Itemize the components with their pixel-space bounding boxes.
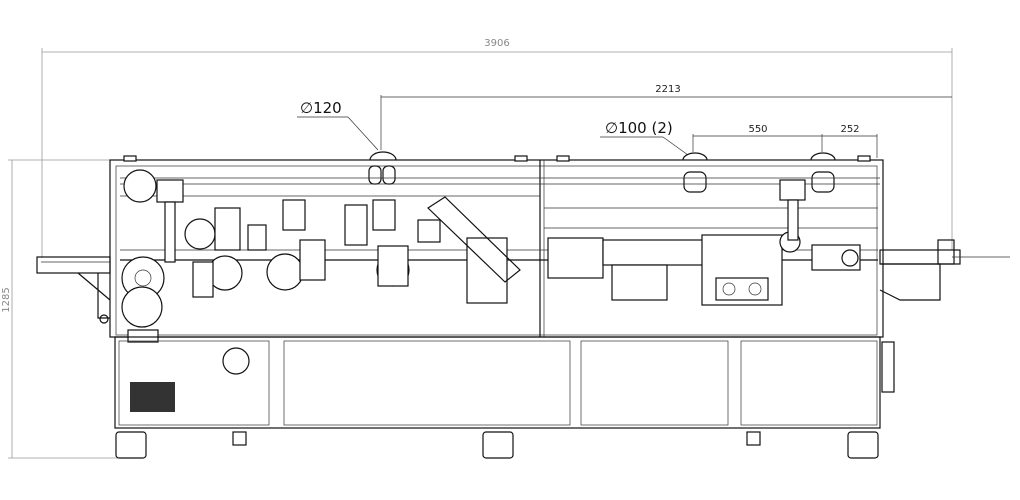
dimension-2213: 2213 — [380, 84, 952, 150]
dimension-overall-length: 3906 — [41, 38, 953, 258]
dimension-label-252: 252 — [840, 124, 859, 135]
pressure-roller-unit — [121, 256, 165, 343]
cabinet-panel-1 — [118, 340, 270, 426]
callout-label-120: ∅120 — [300, 99, 342, 117]
trimming-units — [266, 199, 441, 291]
callout-dust-port-100: ∅100 (2) — [600, 119, 689, 156]
dust-port-100-b — [810, 152, 836, 193]
vent-grille — [130, 382, 175, 412]
outfeed-table — [879, 239, 1010, 301]
machine-feet — [115, 431, 879, 459]
callout-dust-port-120: ∅120 — [297, 99, 379, 151]
dimension-label-550: 550 — [748, 124, 767, 135]
cabinet-door-3 — [580, 340, 729, 426]
lower-cabinet — [114, 336, 895, 429]
glue-pot-motor — [123, 169, 184, 263]
callout-label-100: ∅100 (2) — [605, 119, 673, 137]
scraper-unit — [427, 196, 521, 304]
cabinet-door-4 — [740, 340, 878, 426]
dimension-label-2213: 2213 — [655, 84, 680, 95]
buffing-units — [547, 179, 861, 306]
end-trimming-motors — [184, 207, 267, 298]
dust-port-100-a — [682, 152, 708, 193]
dimension-550-252: 550 252 — [692, 124, 878, 158]
dimension-label-3906: 3906 — [484, 38, 509, 49]
dust-port-120 — [368, 151, 397, 185]
dimension-label-1285: 1285 — [1, 287, 12, 312]
infeed-table — [36, 256, 111, 324]
cabinet-door-2 — [283, 340, 571, 426]
dimension-overall-height: 1285 — [1, 159, 118, 459]
